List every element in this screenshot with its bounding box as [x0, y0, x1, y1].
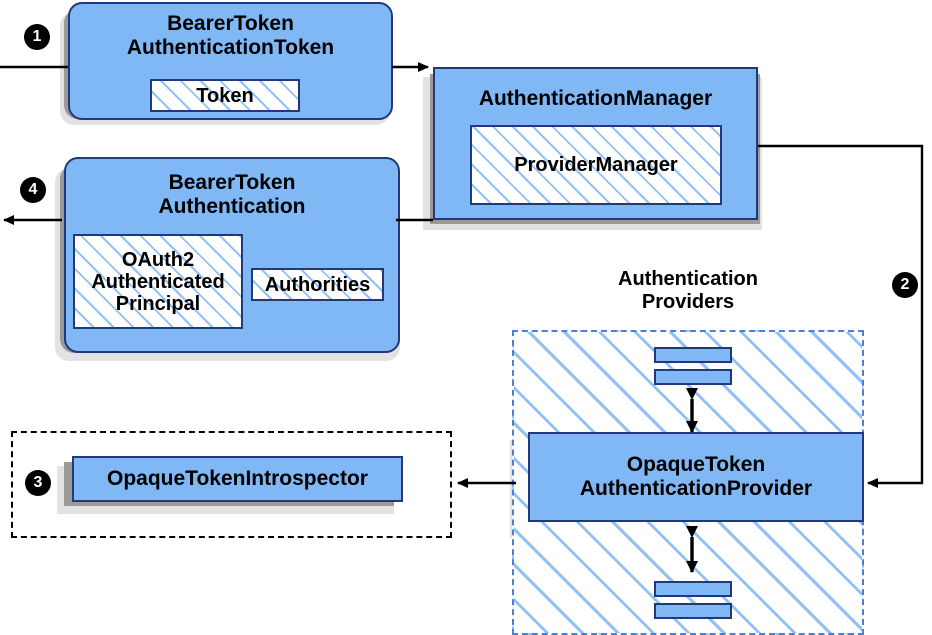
oauth2-authenticated-principal[interactable]: OAuth2 Authenticated Principal	[73, 234, 243, 329]
authorities-box-label: Authorities	[264, 273, 371, 296]
authentication-providers-caption-line2: Providers	[641, 291, 735, 313]
opaque-token-introspector-label: OpaqueTokenIntrospector	[107, 467, 368, 491]
oauth2-authenticated-principal-line3: Principal	[115, 292, 201, 315]
opaque-token-authentication-provider-label-line2: AuthenticationProvider	[579, 477, 813, 500]
token-box[interactable]: Token	[150, 79, 300, 112]
provider-bar-top-1	[654, 347, 732, 363]
authentication-providers-caption: Authentication Providers	[560, 268, 816, 314]
bearer-token-authentication-label-line1: BearerToken	[168, 171, 296, 194]
bearer-token-authentication-token-label-line1: BearerToken	[167, 12, 294, 35]
step-badge-1: 1	[24, 24, 50, 50]
step-badge-3-number: 3	[33, 474, 43, 491]
provider-manager[interactable]: ProviderManager	[470, 125, 722, 205]
opaque-token-authentication-provider-label-line1: OpaqueToken	[626, 453, 766, 477]
authorities-box[interactable]: Authorities	[251, 268, 384, 301]
provider-manager-label: ProviderManager	[514, 154, 678, 176]
step-badge-2-number: 2	[900, 276, 910, 293]
step-badge-1-number: 1	[32, 28, 42, 45]
token-box-label: Token	[196, 84, 254, 107]
step-badge-2: 2	[892, 272, 918, 298]
opaque-token-authentication-provider[interactable]: OpaqueToken AuthenticationProvider	[528, 432, 864, 522]
step-badge-3: 3	[25, 470, 51, 496]
oauth2-authenticated-principal-line2: Authenticated	[91, 270, 225, 293]
bearer-token-authentication-label-line2: Authentication	[158, 194, 306, 218]
authentication-providers-caption-line1: Authentication	[618, 268, 758, 290]
provider-bar-bottom-2	[654, 603, 732, 619]
introspector-group-container	[11, 431, 452, 538]
bearer-token-authentication-token-label-line2: AuthenticationToken	[126, 35, 335, 59]
provider-bar-top-2	[654, 369, 732, 385]
step-badge-4: 4	[20, 177, 46, 203]
step-badge-4-number: 4	[28, 181, 38, 198]
bearer-token-authentication-token[interactable]: BearerToken AuthenticationToken	[68, 2, 393, 120]
authentication-manager-label: AuthenticationManager	[478, 87, 713, 110]
opaque-token-introspector[interactable]: OpaqueTokenIntrospector	[72, 456, 403, 502]
oauth2-authenticated-principal-line1: OAuth2	[121, 248, 195, 271]
provider-bar-bottom-1	[654, 581, 732, 597]
